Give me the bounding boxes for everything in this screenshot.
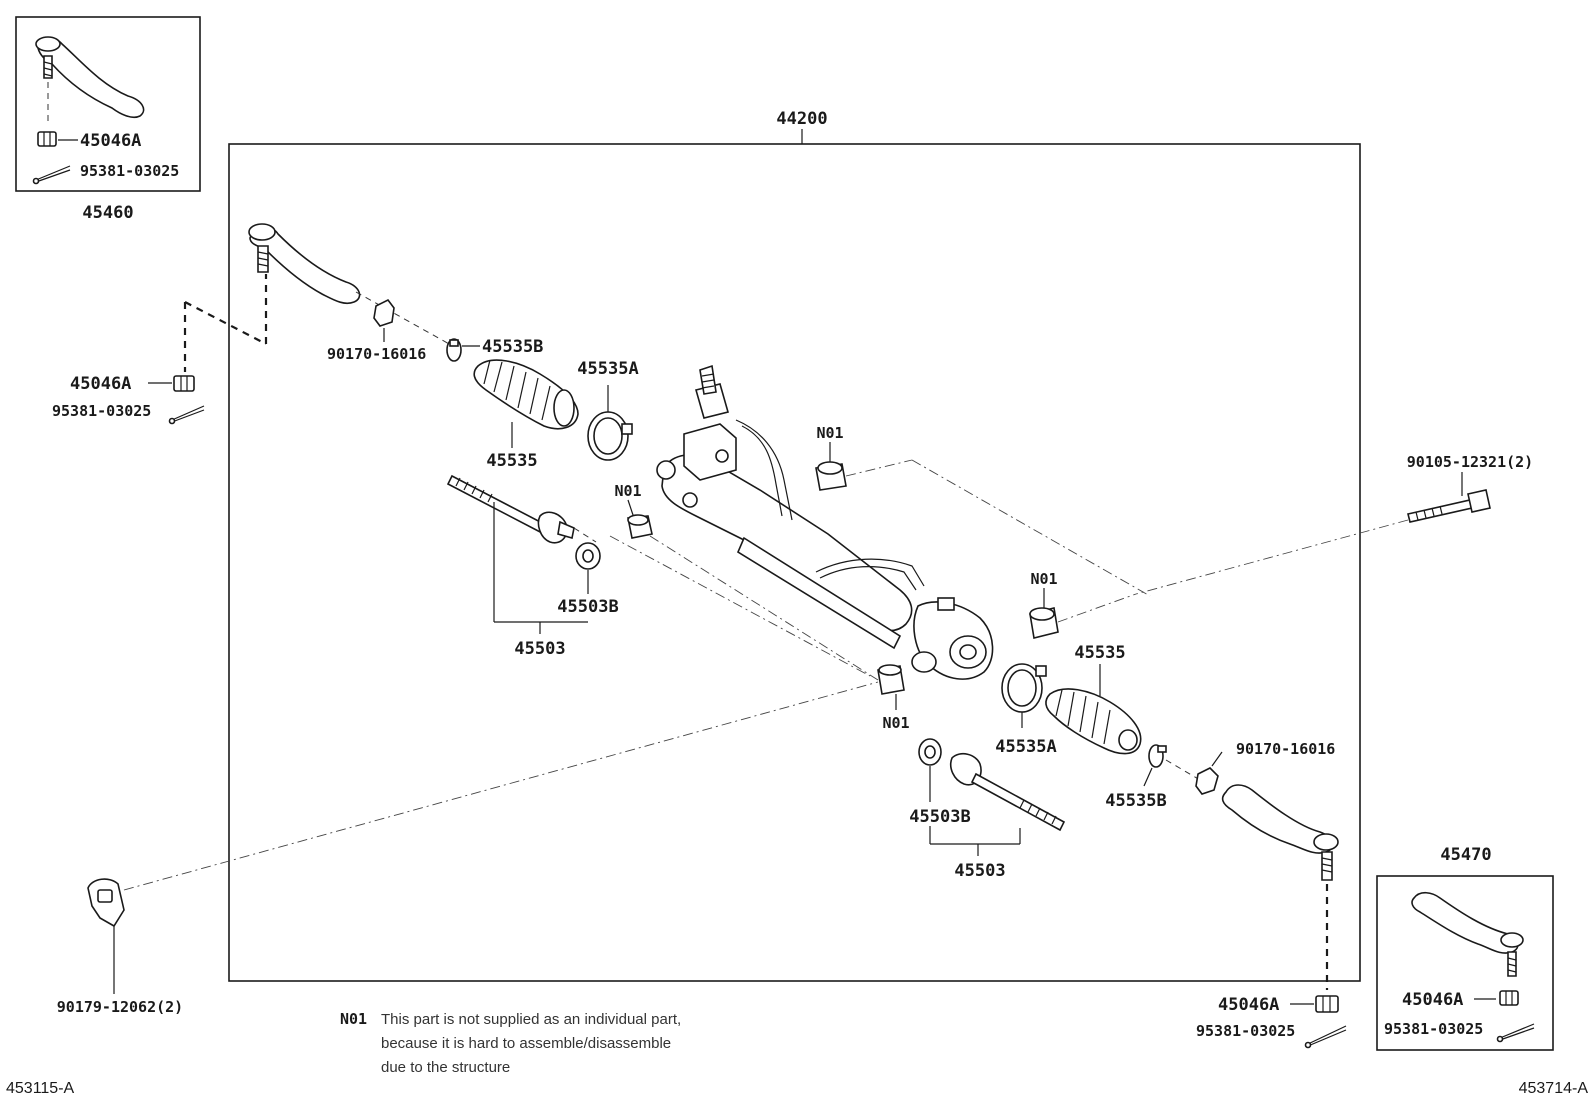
label-left-rack-end[interactable]: 45503 (514, 639, 565, 659)
cotter-pin-icon (168, 405, 205, 425)
clamp-ring-icon (587, 411, 633, 461)
cotter-pin-icon (32, 165, 71, 185)
note-line-3: due to the structure (381, 1059, 510, 1076)
label-kit-left-pin[interactable]: 95381-03025 (80, 162, 179, 180)
tie-rod-end-icon (35, 36, 145, 119)
label-right-ball-nut[interactable]: 45046A (1218, 995, 1279, 1015)
label-left-ball-nut[interactable]: 45046A (70, 374, 131, 394)
bolt-icon (1407, 489, 1491, 523)
ref-code-right: 453714-A (1519, 1080, 1589, 1097)
label-right-washer[interactable]: 45503B (909, 807, 970, 827)
label-left-washer[interactable]: 45503B (557, 597, 618, 617)
hex-nut-icon (1195, 767, 1219, 795)
kit-box-right (1376, 875, 1554, 1051)
clip-icon (446, 338, 462, 362)
label-left-clamp-b[interactable]: 45535B (482, 337, 543, 357)
label-right-jam-nut[interactable]: 90170-16016 (1236, 740, 1335, 758)
cotter-pin-icon (1496, 1023, 1535, 1043)
bellows-boot-icon (473, 359, 579, 430)
bushing-icon (1029, 607, 1059, 639)
clip-icon (1148, 744, 1167, 768)
bellows-boot-icon (1045, 688, 1142, 755)
label-kit-left-nut[interactable]: 45046A (80, 131, 141, 151)
label-right-clamp-b[interactable]: 45535B (1105, 791, 1166, 811)
tie-rod-end-icon (1411, 891, 1524, 977)
clamp-ring-icon (1001, 663, 1047, 713)
note-line-1: This part is not supplied as an individu… (381, 1011, 681, 1028)
assembly-frame (228, 143, 1361, 982)
label-mount-bolt[interactable]: 90105-12321(2) (1407, 453, 1533, 471)
label-left-boot[interactable]: 45535 (486, 451, 537, 471)
bracket-icon (87, 878, 125, 928)
tie-rod-end-icon (1221, 784, 1339, 881)
hex-nut-icon (373, 298, 395, 327)
label-n01-upper[interactable]: N01 (816, 424, 843, 442)
castle-nut-icon (173, 375, 195, 392)
rack-end-icon (949, 752, 1066, 832)
note-key: N01 (340, 1010, 367, 1028)
kit-box-left (15, 16, 201, 192)
label-n01-lower[interactable]: N01 (882, 714, 909, 732)
bushing-icon (877, 664, 905, 695)
castle-nut-icon (1315, 995, 1339, 1013)
label-left-clamp-a[interactable]: 45535A (577, 359, 638, 379)
label-left-cotter[interactable]: 95381-03025 (52, 402, 151, 420)
lock-washer-icon (918, 738, 942, 766)
note-line-2: because it is hard to assemble/disassemb… (381, 1035, 671, 1052)
label-n01-mid[interactable]: N01 (614, 482, 641, 500)
label-kit-right-nut[interactable]: 45046A (1402, 990, 1463, 1010)
label-assembly[interactable]: 44200 (776, 109, 827, 129)
label-right-rack-end[interactable]: 45503 (954, 861, 1005, 881)
label-bracket-bolt[interactable]: 90179-12062(2) (57, 998, 183, 1016)
label-n01-right[interactable]: N01 (1030, 570, 1057, 588)
ref-code-left: 453115-A (6, 1080, 75, 1097)
cotter-pin-icon (1304, 1025, 1347, 1049)
label-kit-left[interactable]: 45460 (82, 203, 133, 223)
bushing-icon (815, 461, 847, 491)
label-right-clamp-a[interactable]: 45535A (995, 737, 1056, 757)
lock-washer-icon (575, 542, 601, 570)
label-kit-right-pin[interactable]: 95381-03025 (1384, 1020, 1483, 1038)
label-left-jam-nut[interactable]: 90170-16016 (327, 345, 426, 363)
steering-gear-housing-icon (656, 364, 994, 680)
label-right-cotter[interactable]: 95381-03025 (1196, 1022, 1295, 1040)
tie-rod-end-icon (248, 223, 361, 305)
bushing-icon (627, 514, 653, 539)
label-kit-right[interactable]: 45470 (1440, 845, 1491, 865)
castle-nut-icon (37, 131, 57, 147)
label-right-boot[interactable]: 45535 (1074, 643, 1125, 663)
rack-end-icon (446, 474, 575, 544)
castle-nut-icon (1499, 990, 1519, 1006)
